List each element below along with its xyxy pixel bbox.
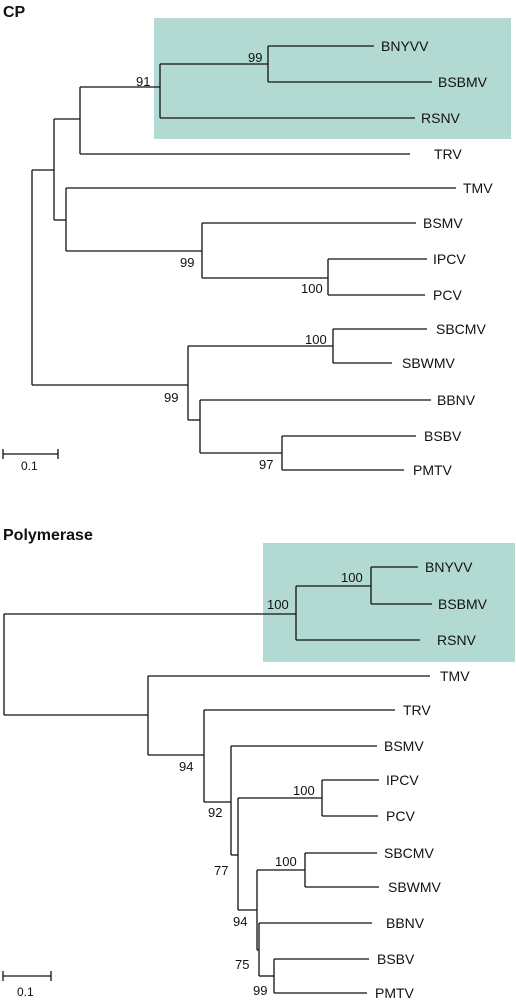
polymerase-bootstrap-label: 99	[253, 983, 267, 998]
cp-bootstrap-label: 91	[136, 74, 150, 89]
polymerase-leaf-sbwmv: SBWMV	[388, 879, 442, 895]
polymerase-leaf-tmv: TMV	[440, 668, 470, 684]
polymerase-bootstrap-label: 100	[293, 783, 315, 798]
cp-bootstrap-label: 100	[305, 332, 327, 347]
polymerase-leaf-rsnv: RSNV	[437, 632, 477, 648]
cp-leaf-trv: TRV	[434, 146, 462, 162]
cp-leaf-ipcv: IPCV	[433, 251, 466, 267]
cp-tree-branches	[31, 45, 456, 471]
cp-scale-bar-label: 0.1	[21, 459, 38, 473]
polymerase-leaf-labels: BNYVV BSBMV RSNV TMV TRV BSMV IPCV PCV S…	[375, 559, 488, 1001]
cp-leaf-rsnv: RSNV	[421, 110, 461, 126]
polymerase-leaf-bsbv: BSBV	[377, 951, 415, 967]
polymerase-leaf-ipcv: IPCV	[386, 772, 419, 788]
polymerase-bootstrap-label: 92	[208, 805, 222, 820]
cp-bootstrap-label: 100	[301, 281, 323, 296]
polymerase-leaf-pmtv: PMTV	[375, 985, 415, 1001]
cp-leaf-bsmv: BSMV	[423, 215, 463, 231]
polymerase-leaf-bnyvv: BNYVV	[425, 559, 473, 575]
polymerase-leaf-bsbmv: BSBMV	[438, 596, 488, 612]
polymerase-bootstrap-label: 75	[235, 957, 249, 972]
polymerase-bootstrap-label: 100	[341, 570, 363, 585]
polymerase-highlight-box	[263, 543, 515, 662]
polymerase-leaf-bsmv: BSMV	[384, 738, 424, 754]
polymerase-panel-title: Polymerase	[3, 527, 93, 544]
cp-bootstrap-label: 99	[180, 255, 194, 270]
cp-leaf-bnyvv: BNYVV	[381, 38, 429, 54]
polymerase-leaf-pcv: PCV	[386, 808, 415, 824]
polymerase-bootstrap-label: 77	[214, 863, 228, 878]
cp-leaf-pcv: PCV	[433, 287, 462, 303]
cp-highlight-box	[154, 18, 511, 139]
cp-leaf-sbcmv: SBCMV	[436, 321, 486, 337]
cp-panel-title: CP	[3, 4, 26, 21]
cp-bootstrap-label: 99	[248, 50, 262, 65]
cp-tree-panel: CP	[2, 4, 511, 478]
cp-leaf-tmv: TMV	[463, 180, 493, 196]
polymerase-scale-bar: 0.1	[2, 971, 52, 999]
polymerase-bootstrap-label: 94	[233, 914, 247, 929]
polymerase-scale-bar-label: 0.1	[17, 985, 34, 999]
cp-scale-bar: 0.1	[2, 449, 59, 473]
cp-bootstrap-values: 99 91 99 100 100 99 97	[136, 50, 327, 472]
polymerase-bootstrap-label: 94	[179, 759, 193, 774]
cp-bootstrap-label: 99	[164, 390, 178, 405]
polymerase-bootstrap-label: 100	[275, 854, 297, 869]
polymerase-bootstrap-label: 100	[267, 597, 289, 612]
cp-leaf-labels: BNYVV BSBMV RSNV TRV TMV BSMV IPCV PCV S…	[381, 38, 493, 478]
polymerase-leaf-trv: TRV	[403, 702, 431, 718]
polymerase-leaf-bbnv: BBNV	[386, 915, 425, 931]
polymerase-leaf-sbcmv: SBCMV	[384, 845, 434, 861]
cp-leaf-pmtv: PMTV	[413, 462, 453, 478]
cp-bootstrap-label: 97	[259, 457, 273, 472]
polymerase-tree-panel: Polymerase	[2, 527, 515, 1001]
polymerase-bootstrap-values: 100 100 94 92 100 77 100 94 75 99	[179, 570, 363, 998]
cp-leaf-sbwmv: SBWMV	[402, 355, 456, 371]
cp-leaf-bsbv: BSBV	[424, 428, 462, 444]
cp-leaf-bbnv: BBNV	[437, 392, 476, 408]
polymerase-tree-branches	[3, 566, 432, 994]
cp-leaf-bsbmv: BSBMV	[438, 74, 488, 90]
